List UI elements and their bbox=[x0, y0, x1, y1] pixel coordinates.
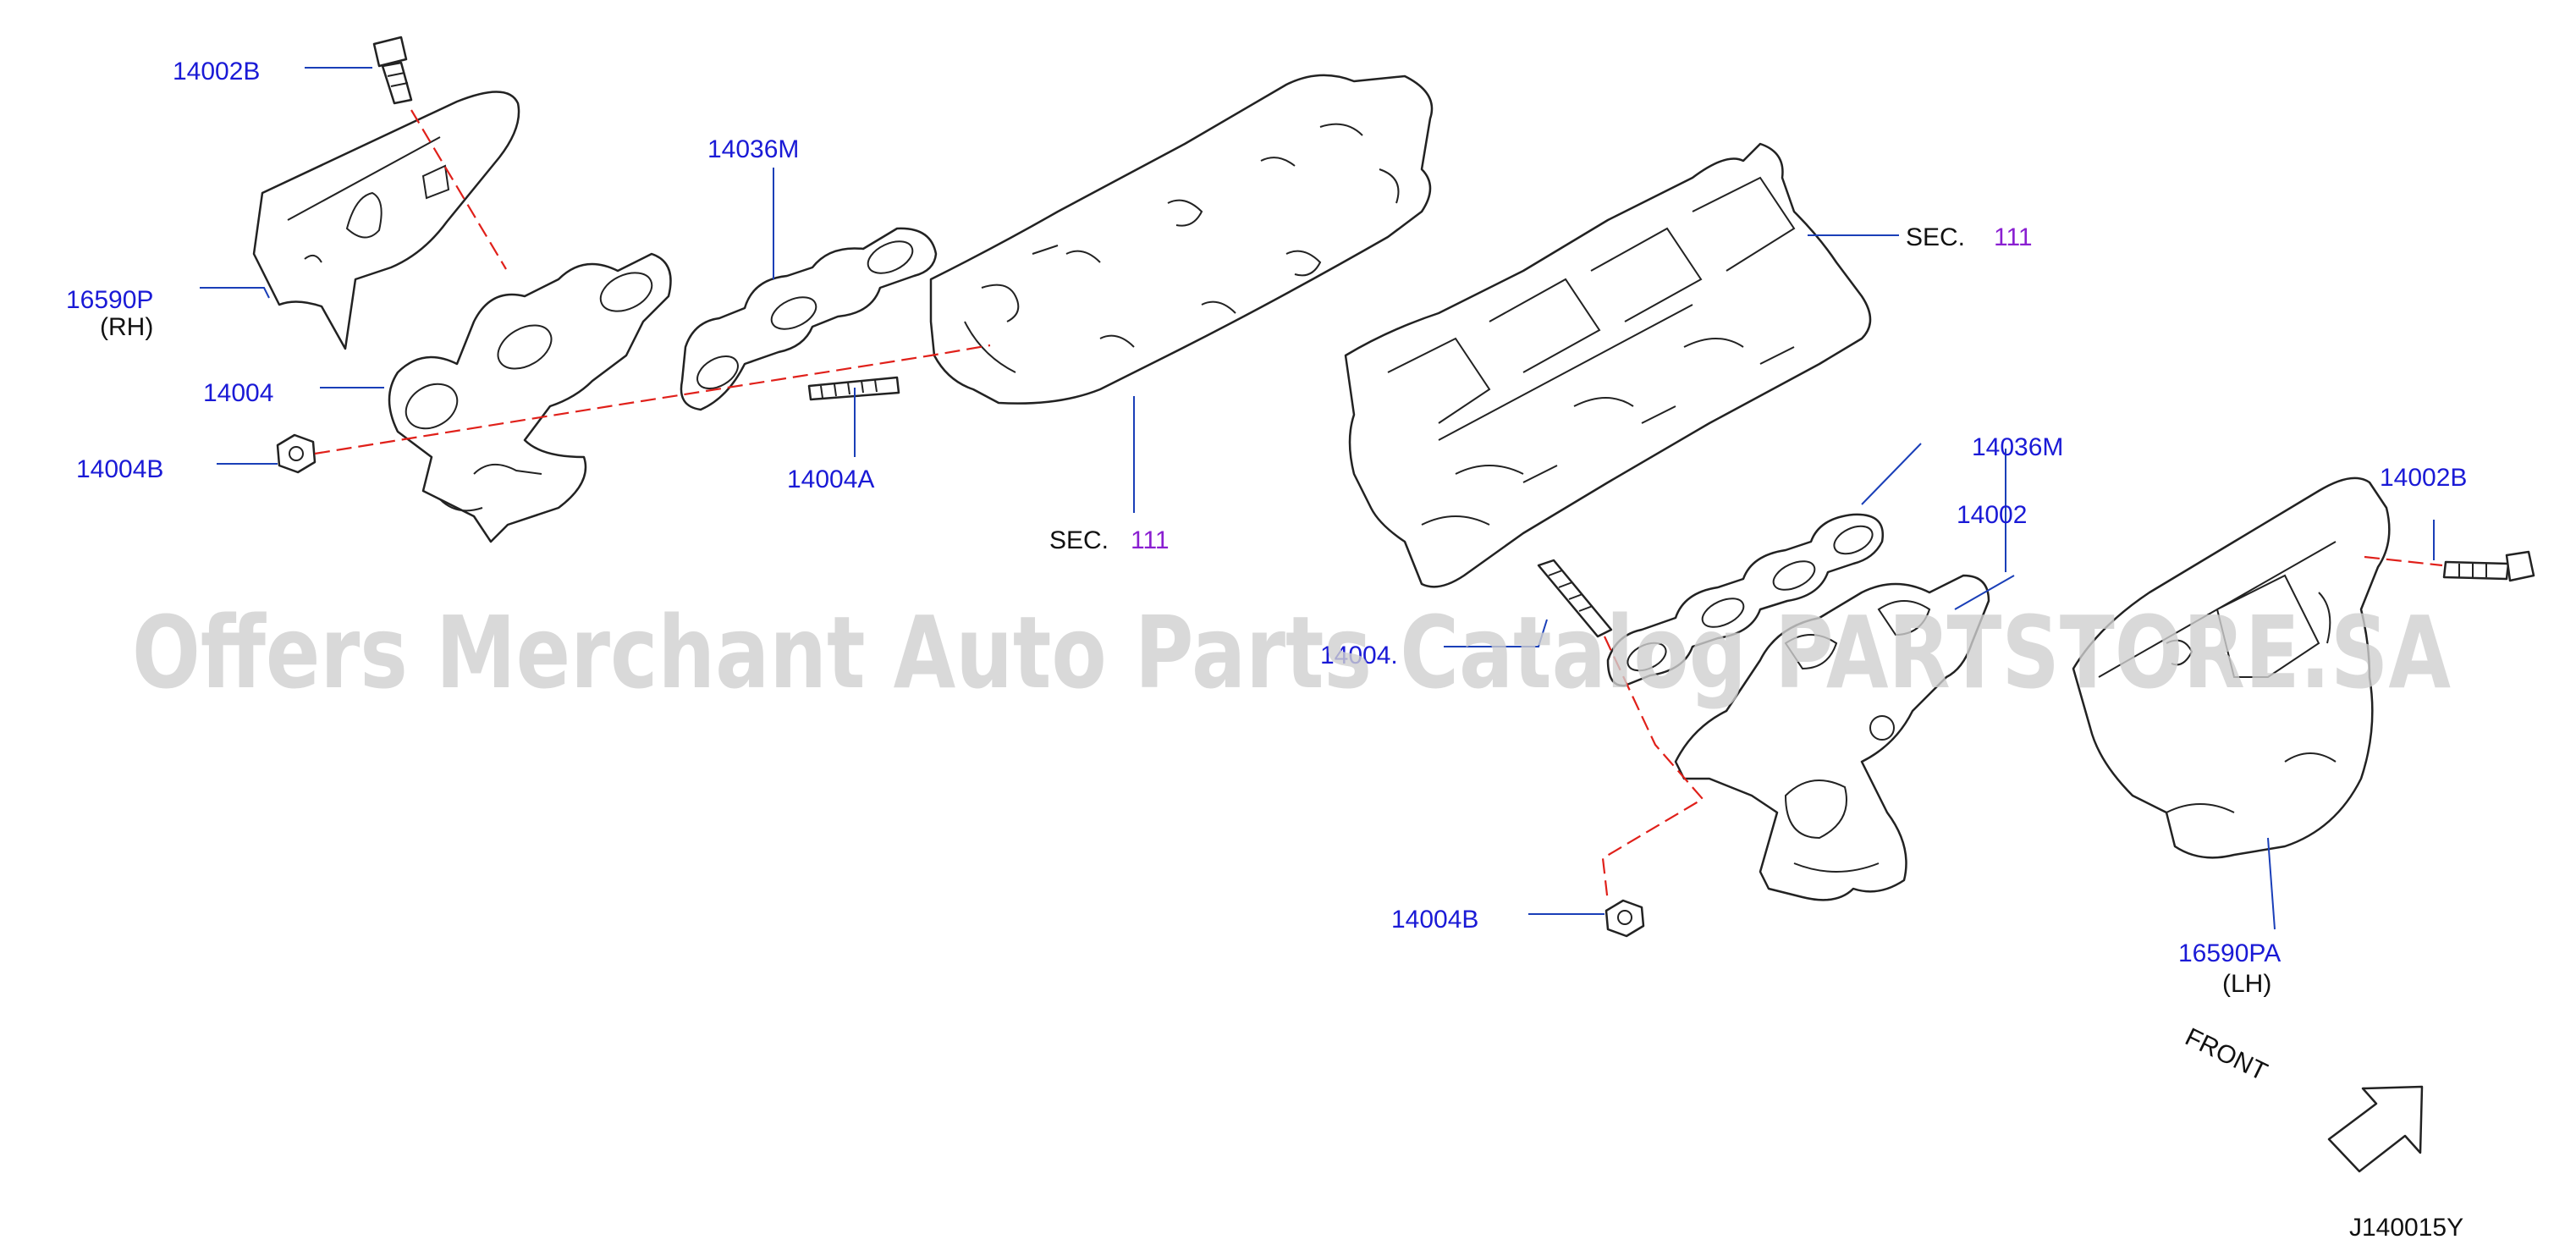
alignment-lines bbox=[314, 109, 2443, 903]
label-nut-rh[interactable]: 14004B bbox=[76, 455, 163, 483]
label-sec-right-prefix: SEC. bbox=[1906, 223, 1965, 251]
cylinder-head-right bbox=[1344, 142, 1872, 588]
bolt-rh bbox=[372, 36, 413, 105]
label-manifold-lh[interactable]: 14002 bbox=[1957, 501, 2027, 529]
label-sec-left-prefix: SEC. bbox=[1049, 526, 1109, 554]
exhaust-manifold-lh bbox=[1674, 574, 1990, 901]
nut-rh bbox=[276, 433, 316, 474]
label-heat-shield-rh-side: (RH) bbox=[100, 313, 153, 341]
stud-lh bbox=[1537, 559, 1613, 638]
label-stud-rh[interactable]: 14004A bbox=[787, 465, 874, 493]
label-stud-lh[interactable]: 14004. bbox=[1320, 642, 1398, 669]
front-arrow-icon bbox=[2327, 1085, 2424, 1173]
label-gasket-lh[interactable]: 14036M bbox=[1972, 433, 2063, 461]
gasket-rh bbox=[680, 227, 938, 411]
label-heat-shield-lh[interactable]: 16590PA bbox=[2178, 939, 2281, 967]
label-sec-left-number[interactable]: 111 bbox=[1131, 526, 1170, 554]
label-gasket-rh[interactable]: 14036M bbox=[707, 135, 799, 163]
label-bolt-lh[interactable]: 14002B bbox=[2380, 464, 2467, 492]
gasket-lh bbox=[1606, 513, 1885, 687]
heat-shield-rh bbox=[252, 91, 520, 350]
diagram-id: J140015Y bbox=[2349, 1214, 2463, 1242]
label-front: FRONT bbox=[2181, 1023, 2271, 1087]
watermark-text: Offers Merchant Auto Parts Catalog PARTS… bbox=[132, 594, 2451, 711]
label-nut-lh[interactable]: 14004B bbox=[1391, 906, 1478, 934]
cylinder-head-left bbox=[929, 74, 1434, 405]
label-manifold-rh[interactable]: 14004 bbox=[203, 379, 273, 407]
label-bolt-rh[interactable]: 14002B bbox=[173, 58, 260, 85]
exhaust-manifold-rh bbox=[388, 252, 672, 543]
label-sec-right-number[interactable]: 111 bbox=[1994, 223, 2033, 251]
leader-lines bbox=[200, 67, 2435, 930]
label-heat-shield-rh[interactable]: 16590P bbox=[66, 286, 153, 314]
heat-shield-lh bbox=[2072, 477, 2391, 859]
nut-lh bbox=[1604, 899, 1645, 938]
bolt-lh bbox=[2442, 550, 2535, 582]
label-heat-shield-lh-side: (LH) bbox=[2222, 970, 2271, 998]
